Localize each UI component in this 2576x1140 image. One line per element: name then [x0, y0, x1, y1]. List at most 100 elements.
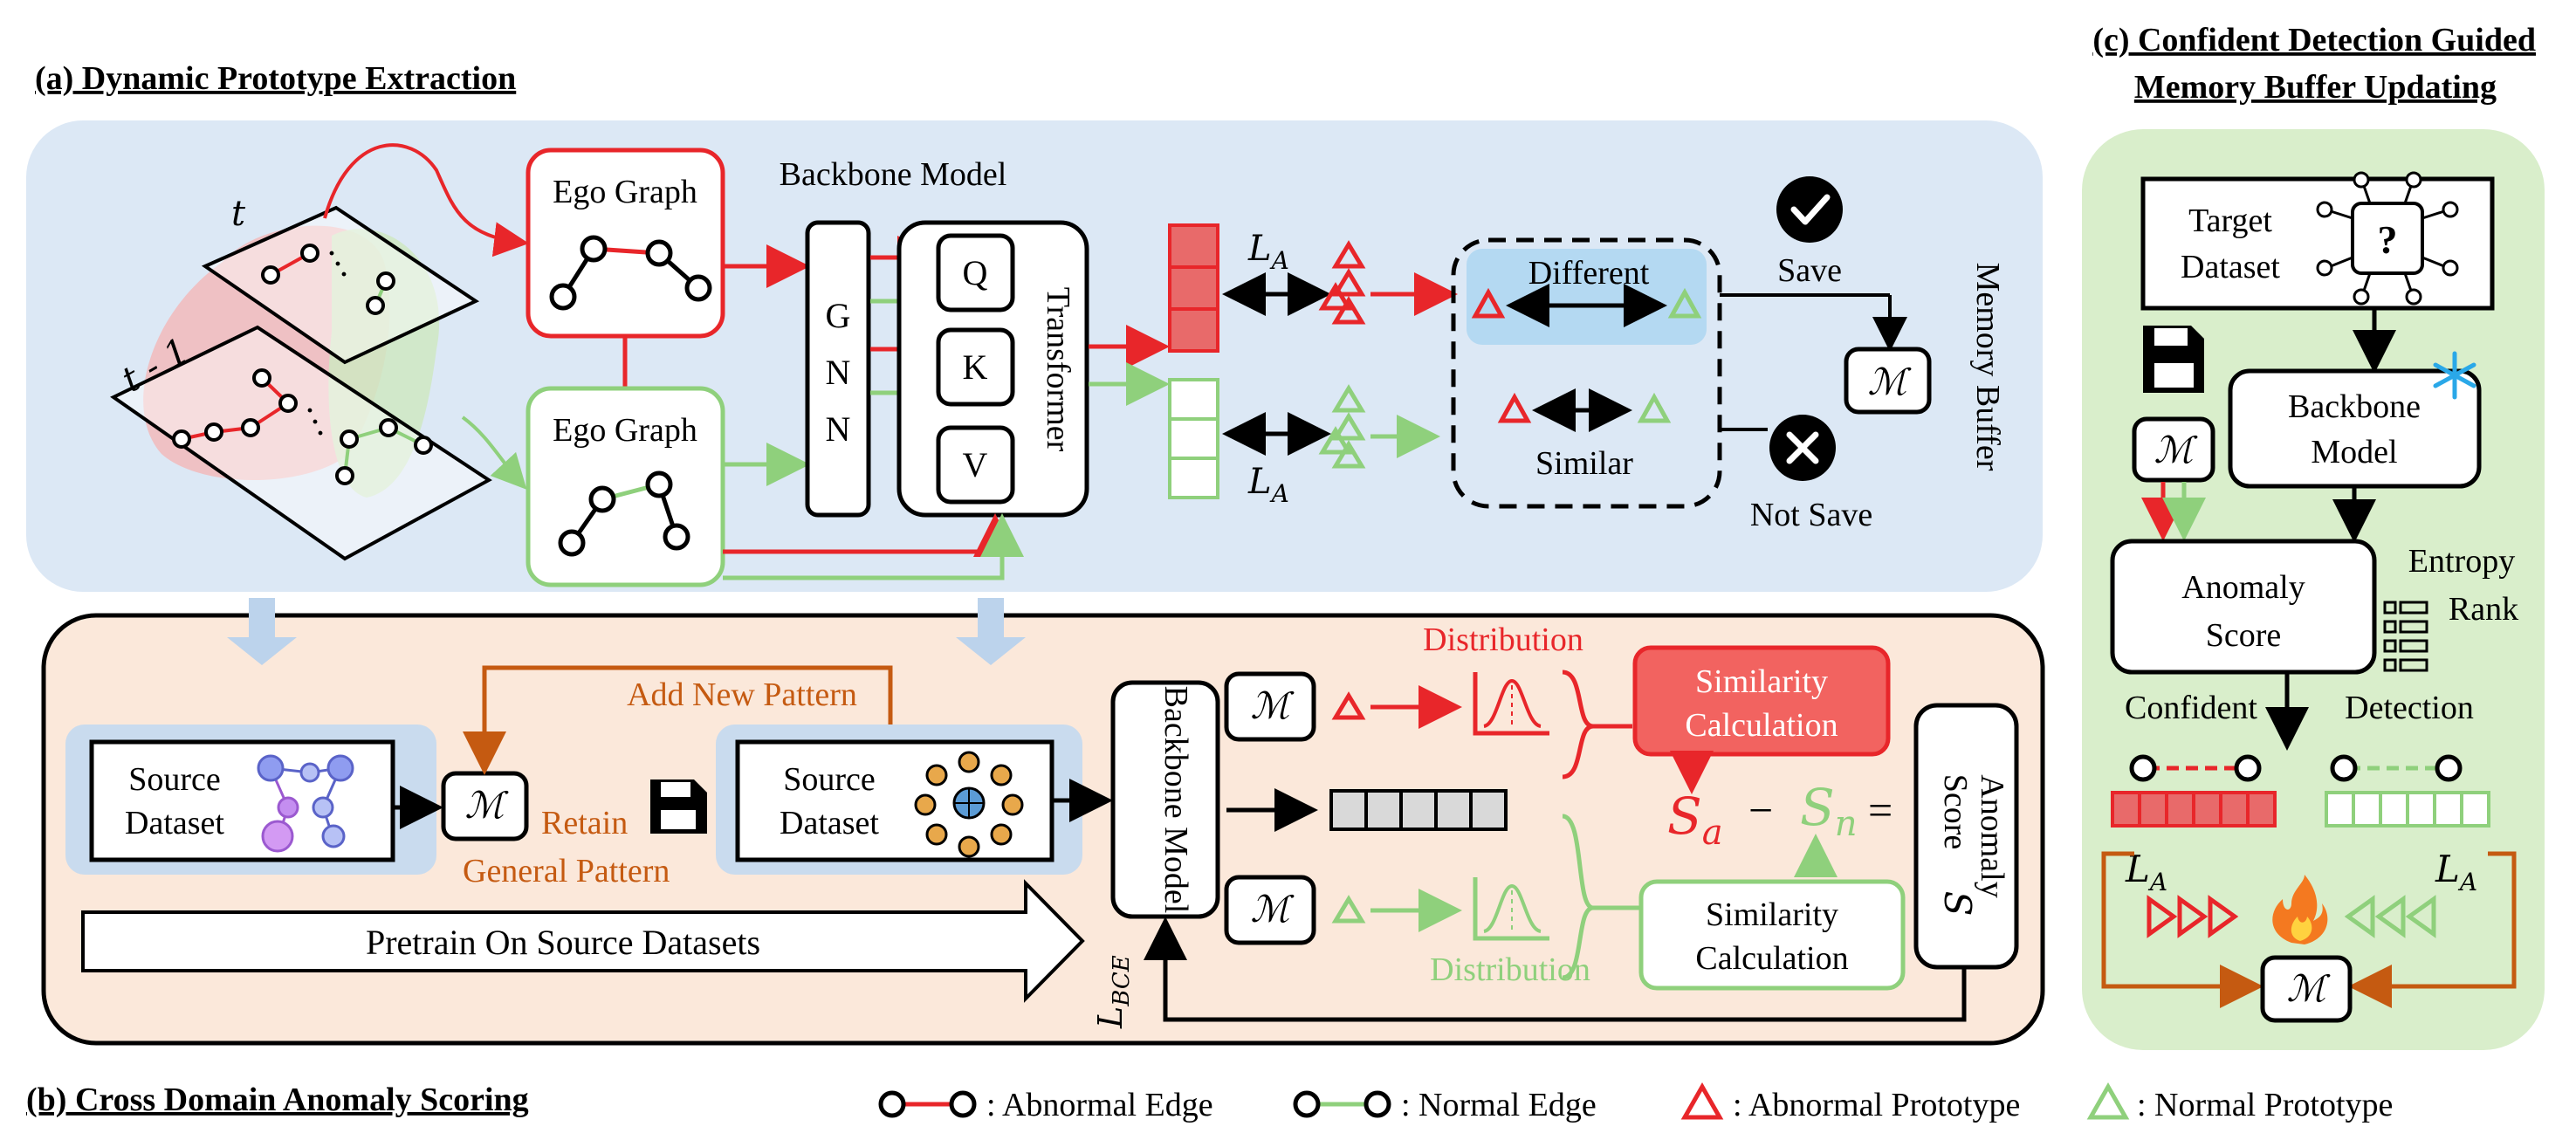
abnormal-prototype-cluster — [1318, 240, 1366, 325]
legend-abnormal-prototype-label: : Abnormal Prototype — [1733, 1087, 2020, 1123]
pretrain-arrow — [81, 879, 1085, 1003]
entropy-label: Entropy — [2408, 543, 2515, 580]
similarity-calc-abnormal-box — [1632, 645, 1891, 757]
backbone-model-label: Backbone Model — [780, 156, 1007, 193]
memory-buffer-box — [1844, 347, 1932, 415]
panel-b-title: (b) Cross Domain Anomaly Scoring — [26, 1082, 529, 1118]
arrow-abnormal-to-ego — [323, 143, 529, 258]
backbone-model-c-line1: Backbone — [2288, 388, 2421, 425]
different-label: Different — [1528, 255, 1650, 292]
detection-label: Detection — [2345, 690, 2474, 726]
memory-abnormal-symbol: ℳ — [1251, 684, 1295, 727]
down-arrow-left — [227, 598, 297, 665]
anomaly-score-b-line1: Anomaly — [1974, 774, 2010, 897]
memory-buffer-c-updated-box — [2260, 955, 2353, 1023]
normal-embedding — [1168, 378, 1219, 499]
source-dataset-1-line2: Dataset — [125, 805, 224, 841]
finance-network-icon — [914, 751, 1024, 858]
target-dataset-line1: Target — [2188, 203, 2272, 239]
score-normal: Sn — [1800, 778, 1858, 844]
retain-label: Retain — [541, 805, 628, 841]
backbone-model-c-box — [2228, 368, 2482, 489]
anomaly-score-c-line2: Score — [2206, 617, 2282, 654]
source-dataset-2-line2: Dataset — [780, 805, 879, 841]
fire-icon — [2272, 875, 2328, 944]
graph-node — [300, 244, 319, 263]
anomaly-score-b-box — [1913, 703, 2019, 970]
normal-distribution-icon — [1473, 877, 1549, 941]
source-dataset-2-line1: Source — [783, 761, 876, 798]
panel-a-title: (a) Dynamic Prototype Extraction — [35, 60, 516, 97]
abnormal-distribution-icon — [1473, 672, 1549, 736]
score-minus: − — [1748, 786, 1773, 834]
graph-plane-t — [201, 205, 480, 365]
update-arrow-right — [2348, 851, 2517, 1008]
save-label: Save — [1777, 252, 1842, 289]
abnormal-embedding-c — [2111, 791, 2277, 828]
svg-text:·: · — [316, 419, 325, 448]
abnormal-embedding — [1168, 223, 1219, 353]
abnormal-region-shade — [143, 225, 390, 480]
query-label: Q — [963, 253, 988, 292]
key-label: K — [963, 347, 988, 387]
svg-text:·: · — [340, 260, 348, 289]
memory-buffer-c-box — [2132, 416, 2215, 483]
ego-graph-normal-label: Ego Graph — [553, 412, 697, 449]
legend-normal-prototype-label: : Normal Prototype — [2137, 1087, 2393, 1123]
svg-text:·: · — [311, 408, 319, 436]
panel-c-title-line1: (c) Confident Detection Guided — [2092, 22, 2536, 58]
legend: : Abnormal Edge : Normal Edge : Abnormal… — [878, 1082, 2393, 1123]
svg-text:·: · — [306, 396, 314, 425]
anomaly-score-b-symbol: S — [1936, 891, 1979, 917]
graph-plane-t-minus-1 — [110, 325, 492, 561]
ego-graph-abnormal-label: Ego Graph — [553, 174, 697, 210]
memory-normal-symbol: ℳ — [1251, 888, 1295, 931]
target-dataset-box — [2140, 176, 2495, 311]
update-arrow-left — [2101, 851, 2263, 1008]
memory-buffer-symbol: ℳ — [1868, 361, 1913, 403]
distribution-abnormal-label: Distribution — [1423, 622, 1583, 658]
panel-a: t t - 1 · · · · · · — [110, 143, 2006, 587]
similarity-calc-normal-box — [1638, 879, 1906, 991]
social-network-icon — [257, 754, 354, 853]
legend-abnormal-prototype-swatch — [1680, 1082, 1724, 1120]
la-right-label: LA — [2435, 848, 2477, 896]
anomaly-score-c-box — [2110, 539, 2377, 675]
floppy-disk-icon-c — [2143, 326, 2204, 393]
normal-prototype-cluster — [1318, 384, 1366, 469]
value-label: V — [963, 445, 988, 484]
not-save-label: Not Save — [1750, 497, 1872, 533]
transformer-label: Transformer — [1040, 287, 1076, 452]
legend-abnormal-edge-label: : Abnormal Edge — [986, 1087, 1213, 1123]
similarity-calc-normal-line2: Calculation — [1695, 940, 1848, 977]
panel-b: Source Dataset ℳ Add New Pattern Retain … — [65, 622, 2019, 1029]
rank-label: Rank — [2449, 591, 2518, 628]
prototype-comparison-box — [1451, 237, 1722, 509]
normal-embedding-c — [2325, 791, 2490, 828]
legend-normal-edge-label: : Normal Edge — [1401, 1087, 1597, 1123]
graph-node — [366, 296, 385, 315]
similarity-calc-abnormal-line1: Similarity — [1695, 663, 1828, 700]
target-dataset-line2: Dataset — [2181, 249, 2280, 285]
backbone-model-c-line2: Model — [2311, 434, 2397, 470]
graph-node — [376, 271, 395, 291]
gnn-letter-n2: N — [826, 409, 851, 449]
gnn-box — [805, 220, 871, 518]
memory-buffer-c-updated-symbol: ℳ — [2287, 967, 2332, 1010]
add-new-pattern-arrow — [463, 665, 893, 775]
memory-buffer-pretrain-symbol: ℳ — [465, 784, 510, 827]
la-bottom-label: LA — [1247, 462, 1289, 508]
score-abnormal: Sa — [1667, 786, 1723, 853]
source-dataset-1-line1: Source — [128, 761, 221, 798]
pretrain-label: Pretrain On Source Datasets — [366, 923, 760, 962]
gnn-letter-g: G — [826, 296, 851, 335]
memory-abnormal-box — [1224, 671, 1316, 742]
backbone-model-b-label: Backbone Model — [1157, 686, 1194, 914]
general-pattern-label: General Pattern — [463, 853, 670, 889]
memory-buffer-c-symbol: ℳ — [2154, 429, 2199, 471]
floppy-disk-icon — [650, 779, 707, 834]
unknown-network-icon: ? — [2316, 171, 2459, 306]
down-arrow-right — [956, 598, 1026, 665]
anomaly-score-b-line2: Score — [1937, 774, 1974, 850]
